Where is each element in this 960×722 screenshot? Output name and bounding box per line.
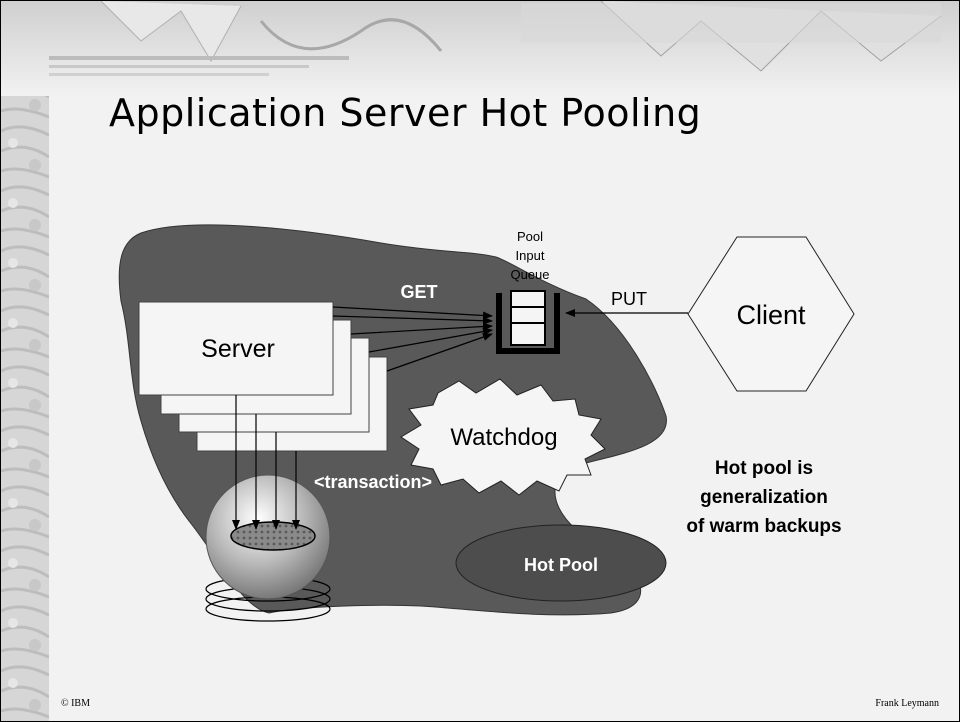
put-label: PUT bbox=[611, 289, 647, 309]
pool-input-queue-icon bbox=[496, 290, 560, 354]
footer-author: Frank Leymann bbox=[875, 698, 939, 709]
hot-pool-oval bbox=[455, 524, 667, 602]
queue-label-line-3: Queue bbox=[510, 267, 549, 282]
transaction-arrows bbox=[232, 395, 300, 530]
footer-copyright: © IBM bbox=[61, 698, 90, 709]
hot-pool-label: Hot Pool bbox=[524, 555, 598, 575]
transaction-label: <transaction> bbox=[314, 472, 432, 492]
queue-label-line-2: Input bbox=[516, 248, 545, 263]
note-line-3: of warm backups bbox=[686, 516, 841, 537]
client-label: Client bbox=[736, 300, 806, 330]
watchdog-starburst bbox=[400, 378, 606, 496]
left-decorative-texture bbox=[1, 1, 49, 721]
top-decorative-texture bbox=[1, 1, 959, 96]
get-label: GET bbox=[400, 282, 437, 302]
watchdog-label: Watchdog bbox=[450, 424, 557, 451]
note-line-1: Hot pool is bbox=[715, 458, 813, 479]
client-hexagon bbox=[687, 236, 855, 392]
note-line-2: generalization bbox=[700, 487, 828, 508]
queue-label-line-1: Pool bbox=[517, 229, 543, 244]
get-arrows bbox=[332, 306, 493, 372]
slide-title: Application Server Hot Pooling bbox=[109, 91, 702, 135]
server-label: Server bbox=[201, 335, 275, 363]
